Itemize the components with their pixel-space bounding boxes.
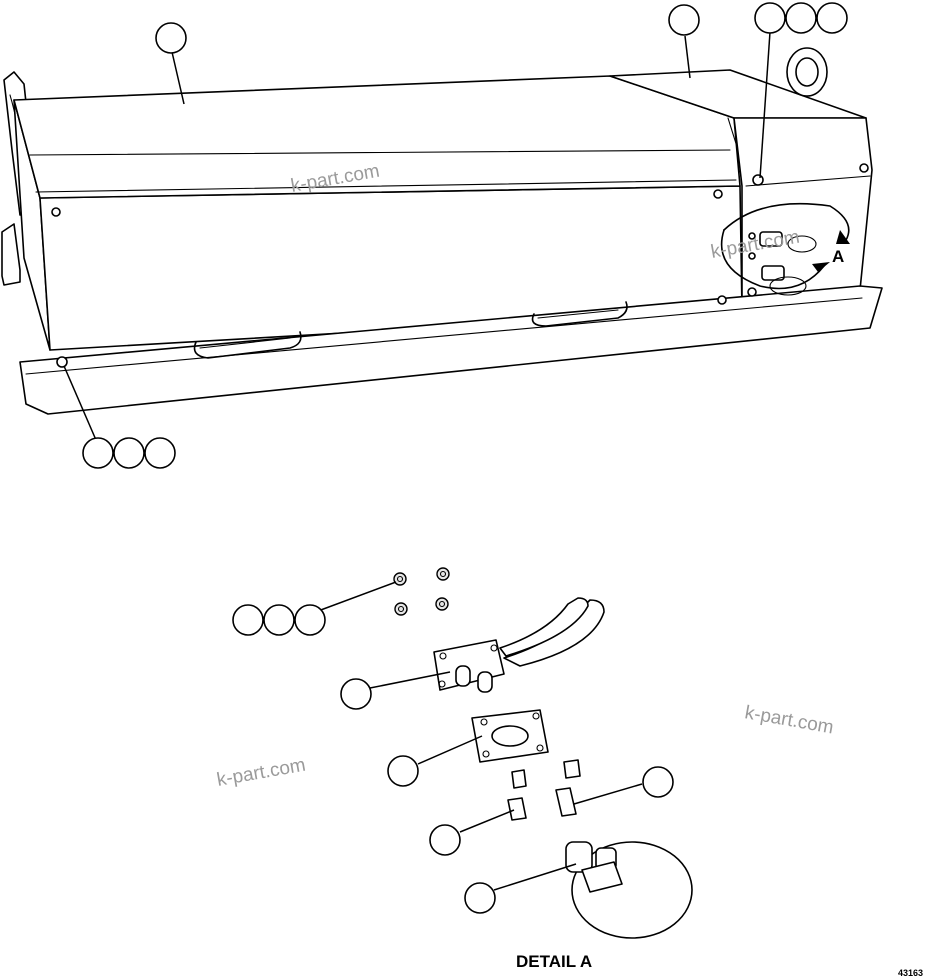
gasket [471, 709, 549, 763]
quick-coupler [565, 841, 693, 939]
leader-lines [63, 31, 771, 891]
callout-bubble [668, 4, 700, 36]
drawing-number: 43163 [898, 968, 923, 977]
detail-a-exploded-view [393, 567, 693, 939]
detail-marker-label: A [832, 247, 844, 266]
callout-bubble [113, 437, 145, 469]
callout-bubble [464, 882, 496, 914]
callout-bubble [340, 678, 372, 710]
callout-bubble [816, 2, 848, 34]
callout-bubble [263, 604, 295, 636]
callout-bubble [785, 2, 817, 34]
nut-group [393, 567, 450, 616]
bolt-group [507, 759, 581, 821]
cab-roof-assembly [1, 47, 883, 415]
watermark: k-part.com [743, 702, 835, 738]
detail-title: DETAIL A [516, 952, 592, 971]
callout-bubble [232, 604, 264, 636]
callout-bubbles [82, 2, 848, 914]
callout-bubble [429, 824, 461, 856]
callout-bubble [642, 766, 674, 798]
callout-bubble [82, 437, 114, 469]
callout-bubble [754, 2, 786, 34]
callout-bubble [294, 604, 326, 636]
callout-bubble [144, 437, 176, 469]
callout-bubble [387, 755, 419, 787]
callout-bubble [155, 22, 187, 54]
hose-fitting [433, 597, 605, 693]
watermark: k-part.com [215, 755, 307, 791]
